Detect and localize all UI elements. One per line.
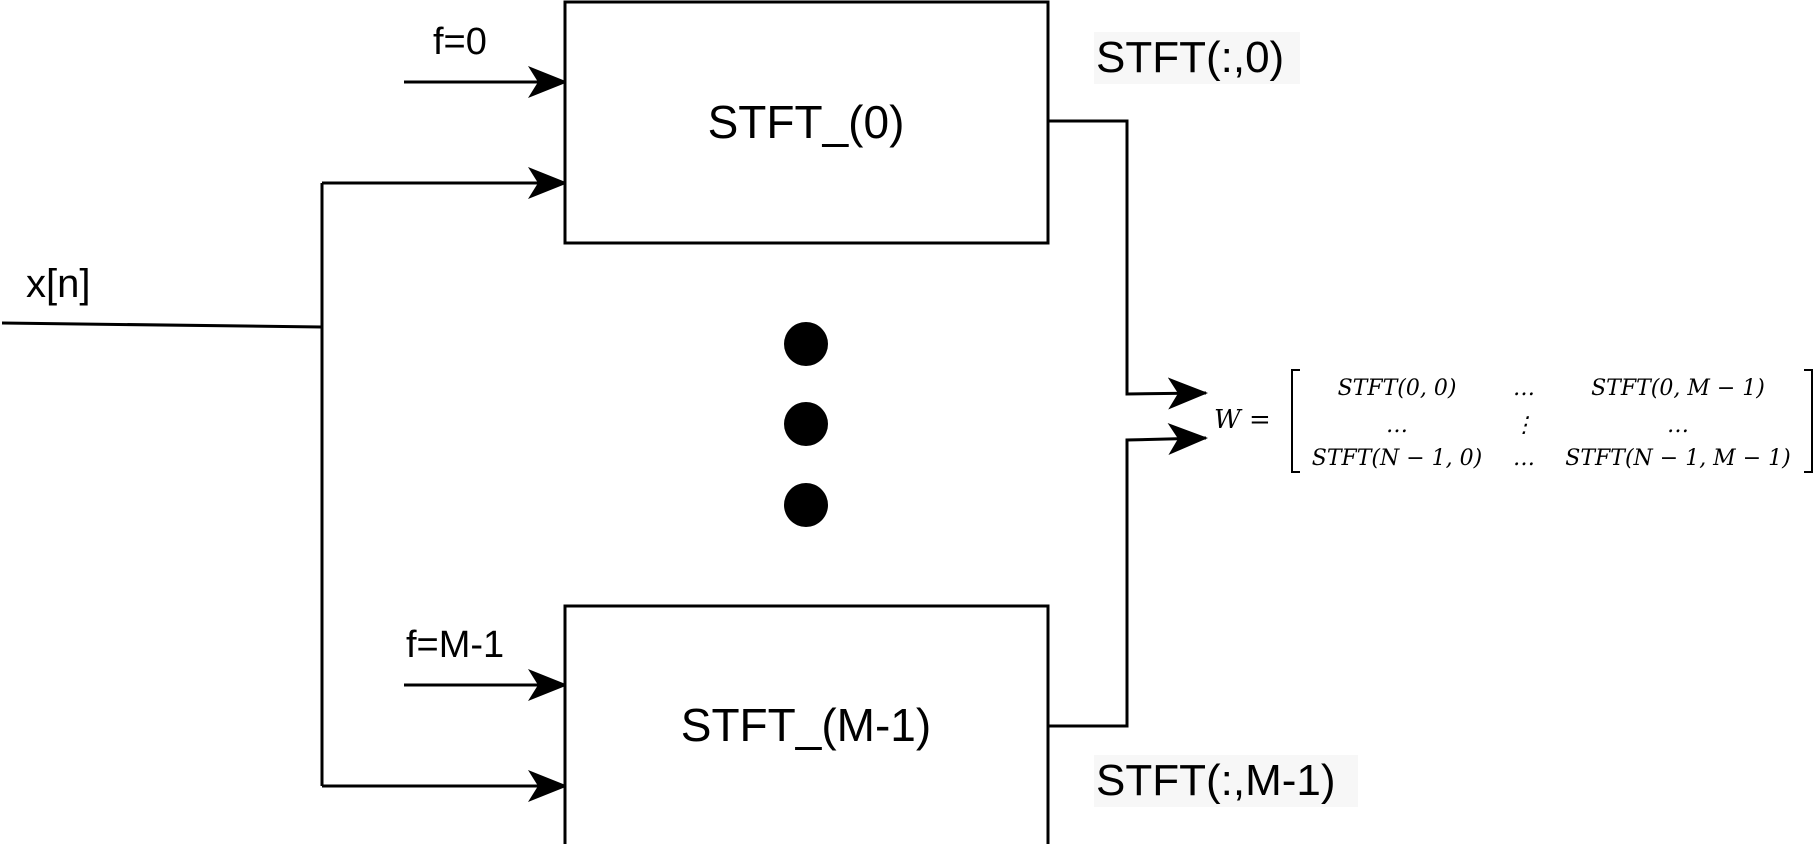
ellipsis-dot-2	[784, 402, 828, 446]
output-matrix: W = STFT(0, 0) … STFT(0, M − 1) … ⋮ … ST…	[1214, 369, 1813, 473]
matrix-cell-2-0: STFT(N − 1, 0)	[1312, 446, 1483, 471]
matrix-cell-0-0: STFT(0, 0)	[1338, 376, 1457, 401]
freq-label-block-m1: f=M-1	[406, 624, 504, 666]
matrix-right-bracket	[1804, 369, 1813, 473]
matrix-cell-1-2: …	[1667, 413, 1689, 438]
ellipsis-dot-1	[784, 322, 828, 366]
output-label-block-m1: STFT(:,M-1)	[1096, 756, 1336, 805]
stft-block-m1-label: STFT_(M-1)	[681, 699, 931, 751]
output-arrow-block-m1	[1048, 422, 1208, 728]
matrix-cell-0-1: …	[1513, 376, 1535, 401]
matrix-cell-2-2: STFT(N − 1, M − 1)	[1565, 446, 1790, 471]
output-label-block-0-bg	[1094, 32, 1300, 84]
matrix-cell-2-1: …	[1513, 446, 1535, 471]
stft-block-0	[563, 0, 1050, 245]
matrix-lhs: W =	[1214, 405, 1271, 435]
matrix-left-bracket	[1291, 369, 1300, 473]
stft-block-m1	[563, 604, 1050, 844]
ellipsis-dot-3	[784, 483, 828, 527]
input-signal-label: x[n]	[26, 262, 90, 306]
matrix-cell-0-2: STFT(0, M − 1)	[1591, 376, 1765, 401]
stft-block-0-label: STFT_(0)	[708, 96, 905, 148]
matrix-cell-1-0: …	[1386, 413, 1408, 438]
matrix-cell-1-1: ⋮	[1513, 413, 1535, 438]
freq-label-block-0: f=0	[433, 21, 487, 63]
output-label-block-0: STFT(:,0)	[1096, 33, 1284, 82]
output-label-block-m1-bg	[1094, 755, 1358, 807]
output-arrow-block-0	[1048, 119, 1208, 410]
input-signal-line	[1, 321, 323, 329]
